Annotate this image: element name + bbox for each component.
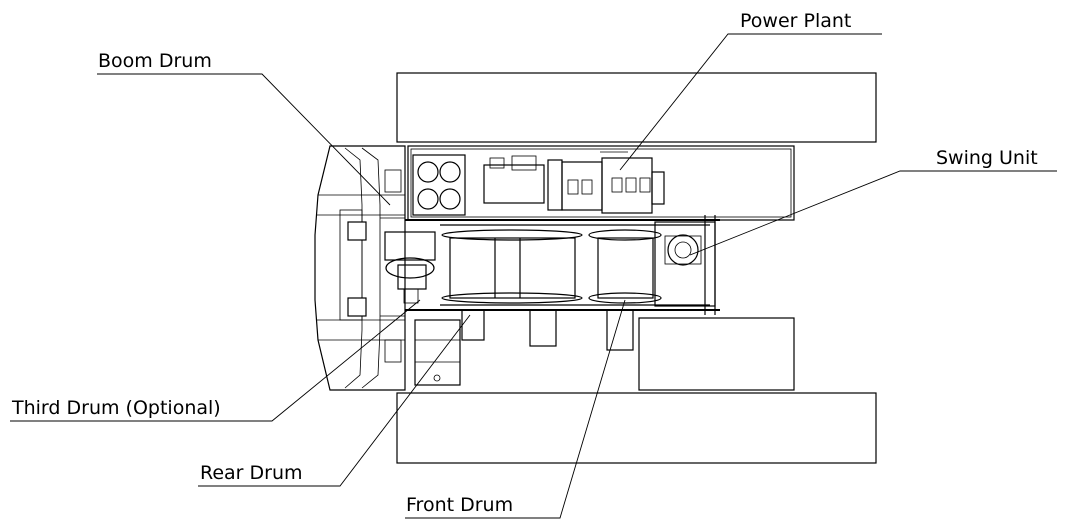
third-drum-label: Third Drum (Optional) bbox=[12, 397, 221, 419]
top-crawler bbox=[396, 72, 877, 143]
third-drum-assembly bbox=[384, 231, 436, 304]
front-drum-label: Front Drum bbox=[406, 494, 514, 516]
swing-unit-label: Swing Unit bbox=[936, 147, 1038, 169]
tank-box bbox=[414, 319, 461, 386]
power-plant-label: Power Plant bbox=[740, 10, 852, 32]
main-frame bbox=[405, 215, 720, 315]
boom-drum-label: Boom Drum bbox=[98, 50, 212, 72]
rear-drum-label: Rear Drum bbox=[200, 462, 303, 484]
swing-unit-assembly bbox=[664, 234, 702, 266]
machinery-deck-lower bbox=[638, 317, 795, 391]
front-drum-assembly bbox=[588, 229, 662, 351]
front-frame bbox=[314, 145, 406, 391]
rear-drum-assembly bbox=[441, 229, 583, 347]
leader-lines bbox=[10, 33, 1057, 519]
power-plant-machinery bbox=[412, 151, 665, 216]
bottom-crawler bbox=[396, 392, 877, 464]
machinery-deck-upper bbox=[407, 145, 795, 221]
